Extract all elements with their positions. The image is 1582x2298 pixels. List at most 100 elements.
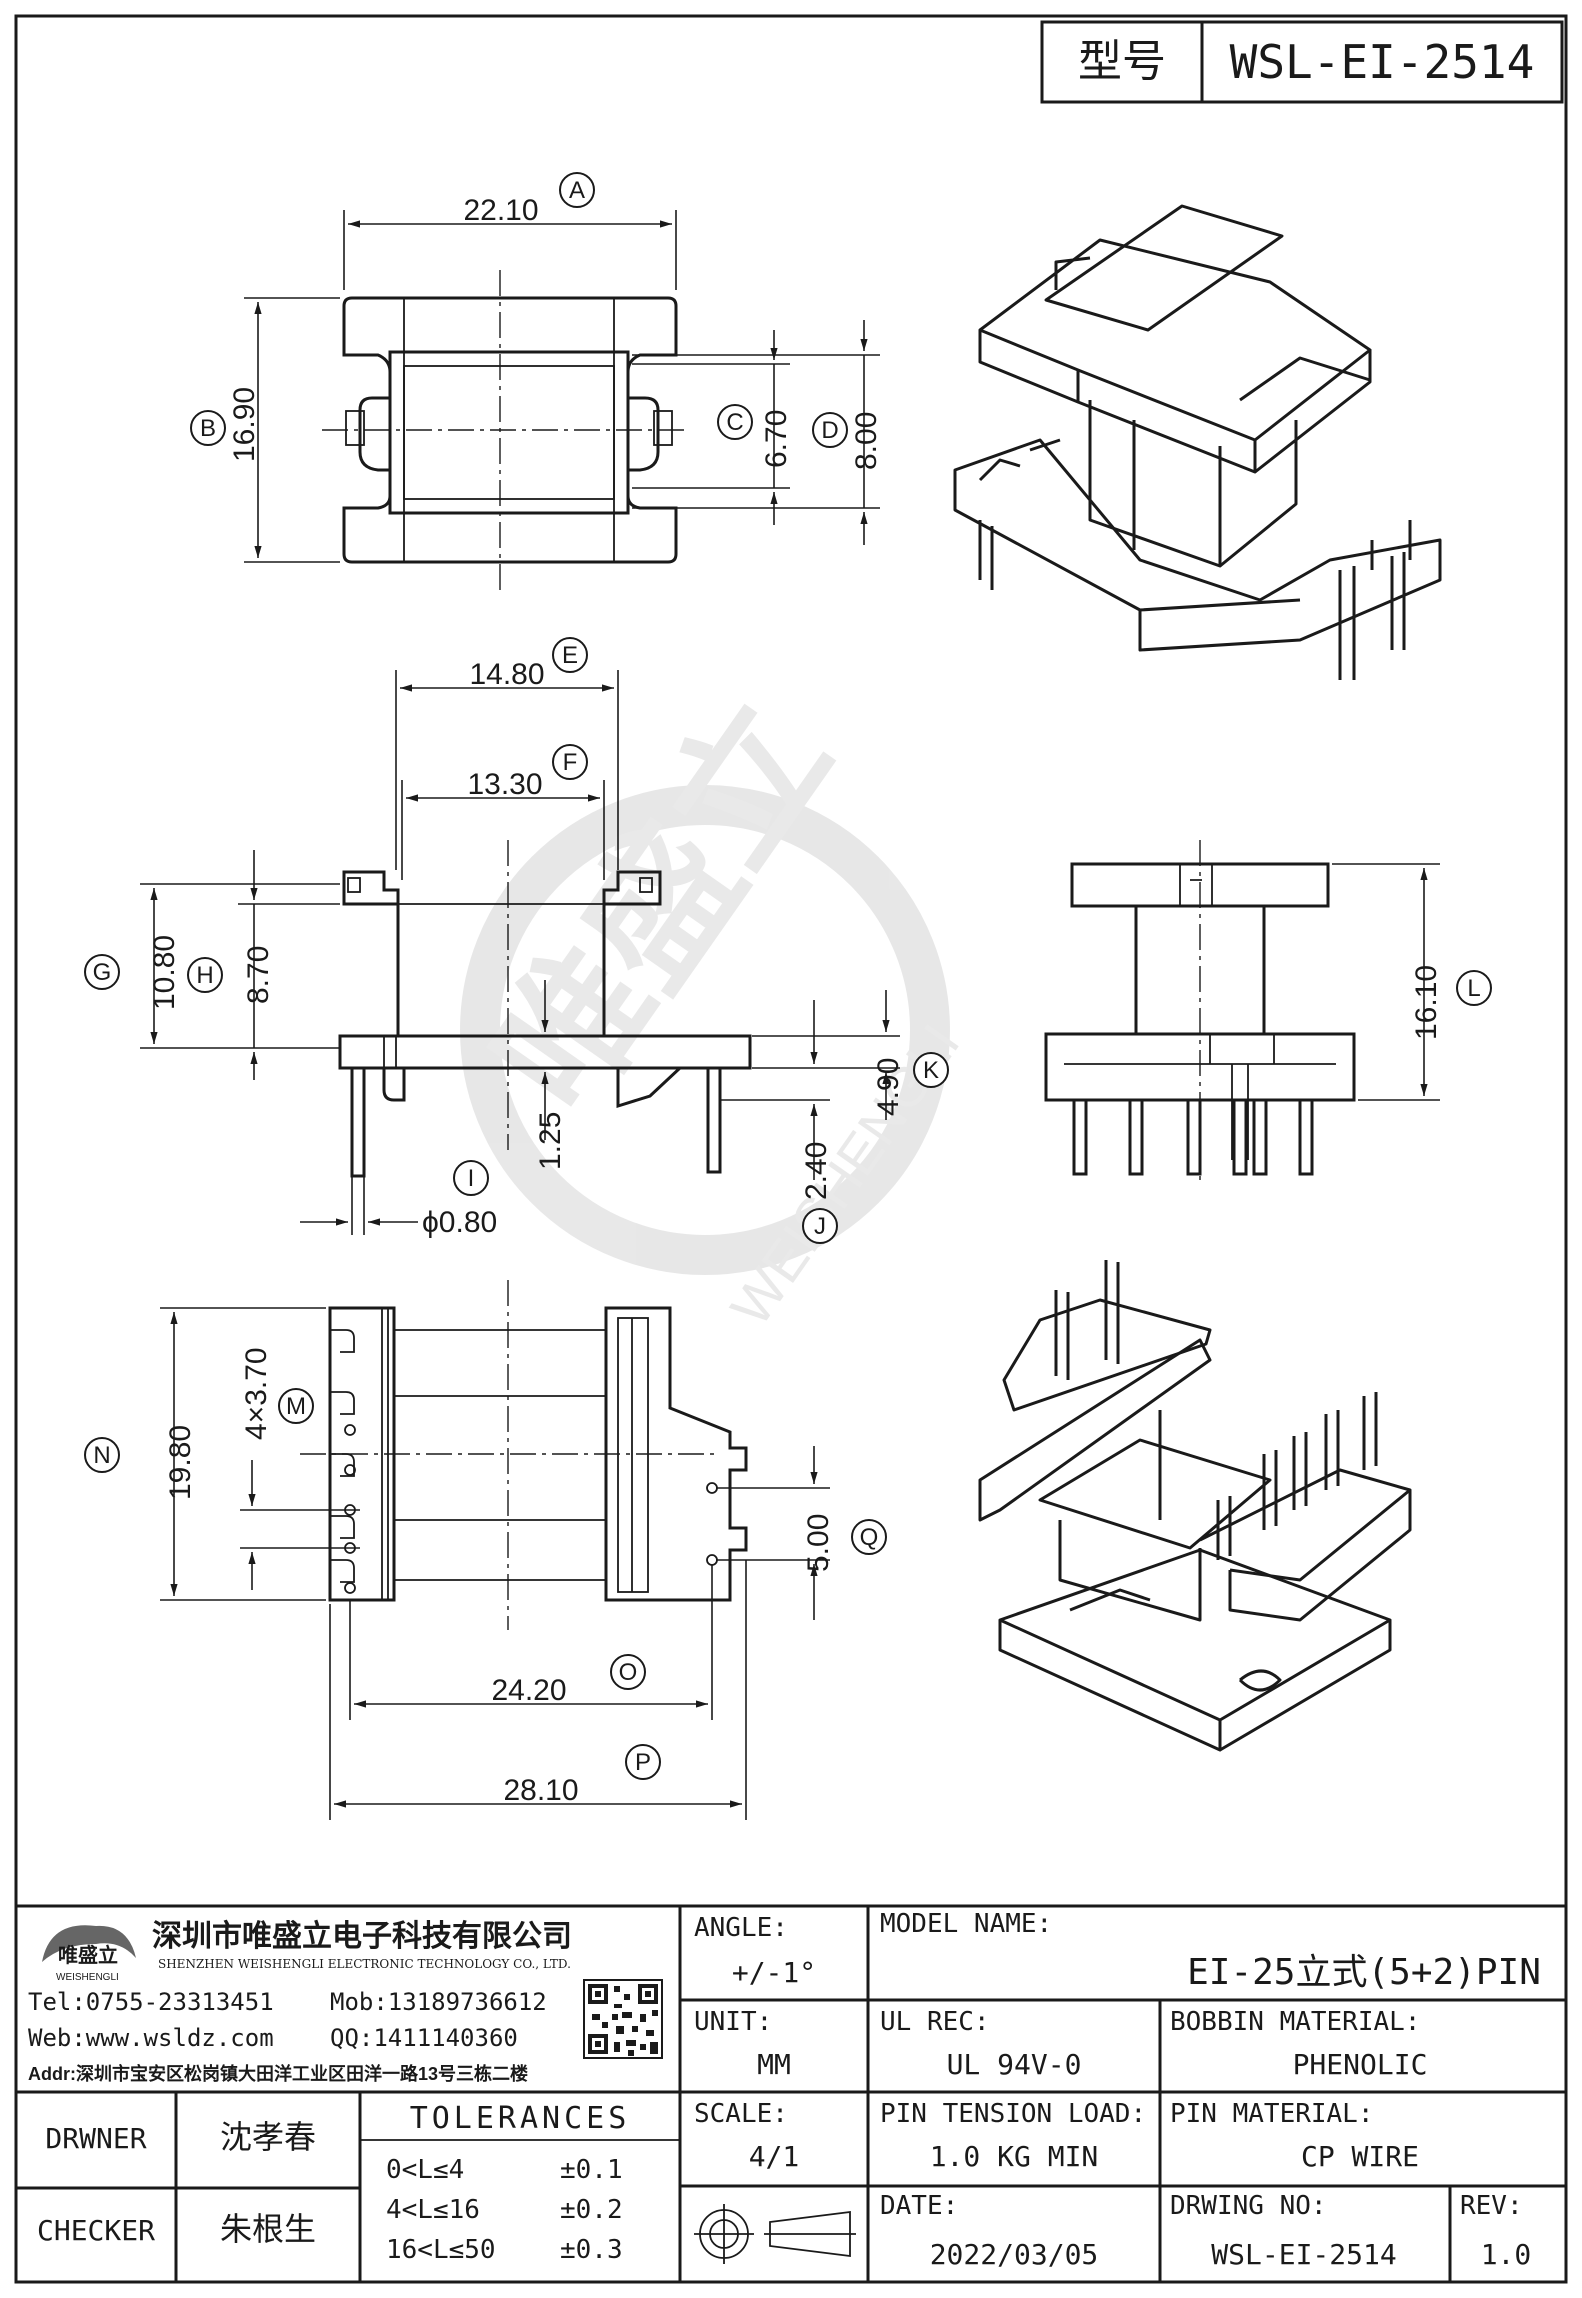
dim-marker-label: G bbox=[93, 959, 112, 986]
dim-j-value: 2.40 bbox=[800, 1142, 833, 1200]
dimension-markers: A B C D E F G H I J K L M N O P Q bbox=[84, 172, 1492, 1780]
rev-value: 1.0 bbox=[1481, 2238, 1532, 2271]
tol-value-2: ±0.2 bbox=[560, 2195, 623, 2225]
dim-marker-label: E bbox=[562, 642, 578, 669]
dim-marker-b: B bbox=[190, 410, 226, 446]
dim-marker-label: K bbox=[923, 1057, 939, 1084]
top-view: 22.10 16.90 6.70 8.00 bbox=[228, 194, 883, 590]
side-view: 16.10 bbox=[1044, 840, 1443, 1180]
dim-marker-label: F bbox=[563, 749, 578, 776]
company-address: Addr:深圳市宝安区松岗镇大田洋工业区田洋一路13号三栋二楼 bbox=[28, 2063, 528, 2084]
dim-marker-g: G bbox=[84, 954, 120, 990]
dim-g-value: 10.80 bbox=[148, 935, 181, 1010]
dim-marker-label: A bbox=[569, 177, 585, 204]
dim-marker-f: F bbox=[552, 744, 588, 780]
dim-o-value: 24.20 bbox=[491, 1674, 566, 1707]
scale-label: SCALE: bbox=[694, 2099, 788, 2129]
dim-f-value: 13.30 bbox=[467, 768, 542, 801]
company-name-en: SHENZHEN WEISHENGLI ELECTRONIC TECHNOLOG… bbox=[158, 1957, 571, 1971]
dim-c-value: 6.70 bbox=[760, 410, 793, 468]
unit-label: UNIT: bbox=[694, 2007, 772, 2037]
unit-value: MM bbox=[757, 2048, 791, 2081]
dim-marker-i: I bbox=[453, 1160, 489, 1196]
company-logo-cn: 唯盛立 bbox=[58, 1943, 118, 1967]
angle-value: +/-1° bbox=[732, 1956, 816, 1989]
dim-marker-n: N bbox=[84, 1437, 120, 1473]
pin-material-value: CP WIRE bbox=[1301, 2140, 1419, 2173]
drawing-no-label: DRWING NO: bbox=[1170, 2191, 1327, 2221]
checker-label: CHECKER bbox=[37, 2214, 155, 2247]
dim-marker-label: J bbox=[814, 1213, 826, 1240]
tolerances-label: TOLERANCES bbox=[410, 2101, 631, 2136]
pin-tension-value: 1.0 KG MIN bbox=[930, 2140, 1099, 2173]
dim-p-value: 28.10 bbox=[503, 1774, 578, 1807]
drawer-value: 沈孝春 bbox=[220, 2119, 316, 2155]
dim-marker-m: M bbox=[278, 1388, 314, 1424]
dim-marker-label: B bbox=[200, 415, 216, 442]
dim-m-value: 4×3.70 bbox=[240, 1347, 273, 1440]
dim-n-value: 19.80 bbox=[164, 1425, 197, 1500]
tol-value-1: ±0.1 bbox=[560, 2155, 623, 2185]
dim-marker-label: M bbox=[286, 1393, 306, 1420]
rev-label: REV: bbox=[1460, 2191, 1523, 2221]
dim-h-value: 8.70 bbox=[242, 946, 275, 1004]
dim-a-value: 22.10 bbox=[463, 194, 538, 227]
dim-marker-c: C bbox=[717, 404, 753, 440]
company-logo: 唯盛立 WEISHENGLI bbox=[42, 1925, 136, 1983]
company-logo-en: WEISHENGLI bbox=[56, 1972, 119, 1983]
dim-marker-q: Q bbox=[851, 1519, 887, 1555]
bobbin-material-label: BOBBIN MATERIAL: bbox=[1170, 2007, 1420, 2037]
tol-range-3: 16<L≤50 bbox=[386, 2235, 496, 2265]
angle-label: ANGLE: bbox=[694, 1913, 788, 1943]
drawer-label: DRWNER bbox=[45, 2122, 146, 2155]
dim-marker-a: A bbox=[559, 172, 595, 208]
front-view: 14.80 13.30 10.80 8.70 ϕ0.80 1.25 2.40 bbox=[140, 658, 905, 1239]
tol-value-3: ±0.3 bbox=[560, 2235, 623, 2265]
dim-marker-label: Q bbox=[860, 1524, 879, 1551]
pin-tension-label: PIN TENSION LOAD: bbox=[880, 2099, 1146, 2129]
dim-marker-d: D bbox=[812, 412, 848, 448]
dim-marker-l: L bbox=[1456, 970, 1492, 1006]
checker-value: 朱根生 bbox=[220, 2211, 316, 2247]
dim-i-value: ϕ0.80 bbox=[422, 1206, 497, 1239]
dim-marker-label: O bbox=[619, 1659, 638, 1686]
dim-marker-o: O bbox=[610, 1654, 646, 1690]
dim-marker-h: H bbox=[187, 957, 223, 993]
dim-k-value: 4.90 bbox=[872, 1058, 905, 1116]
dim-marker-e: E bbox=[552, 637, 588, 673]
pin-material-label: PIN MATERIAL: bbox=[1170, 2099, 1374, 2129]
dim-marker-label: N bbox=[93, 1442, 110, 1469]
company-mob: Mob:13189736612 bbox=[330, 1988, 547, 2016]
ul-rec-value: UL 94V-0 bbox=[947, 2048, 1082, 2081]
dim-marker-label: P bbox=[635, 1749, 651, 1776]
dim-marker-label: L bbox=[1467, 975, 1480, 1002]
dim-i2-value: 1.25 bbox=[534, 1112, 567, 1170]
tol-range-2: 4<L≤16 bbox=[386, 2195, 480, 2225]
bobbin-material-value: PHENOLIC bbox=[1293, 2048, 1428, 2081]
ul-rec-label: UL REC: bbox=[880, 2007, 990, 2037]
scale-value: 4/1 bbox=[749, 2140, 800, 2173]
dim-marker-p: P bbox=[625, 1744, 661, 1780]
dim-marker-label: H bbox=[196, 962, 213, 989]
dim-marker-k: K bbox=[913, 1052, 949, 1088]
iso-view-bottom bbox=[978, 1260, 1412, 1752]
title-block: 唯盛立 WEISHENGLI 深圳市唯盛立电子科技有限公司 SHENZHEN W… bbox=[16, 1904, 1566, 2282]
model-header-label: 型号 bbox=[1078, 37, 1166, 86]
dim-marker-label: C bbox=[726, 409, 743, 436]
drawing-no-value: WSL-EI-2514 bbox=[1211, 2238, 1396, 2271]
date-value: 2022/03/05 bbox=[930, 2238, 1099, 2271]
projection-symbol-icon bbox=[694, 2204, 856, 2264]
tol-range-1: 0<L≤4 bbox=[386, 2155, 464, 2185]
model-name-label: MODEL NAME: bbox=[880, 1909, 1052, 1939]
bottom-view: 4×3.70 19.80 24.20 28.10 5.00 bbox=[160, 1280, 835, 1820]
date-label: DATE: bbox=[880, 2191, 958, 2221]
dim-marker-label: I bbox=[468, 1165, 475, 1192]
dim-d-value: 8.00 bbox=[850, 412, 883, 470]
dim-b-value: 16.90 bbox=[228, 387, 261, 462]
model-name-value: EI-25立式(5+2)PIN bbox=[1187, 1952, 1541, 1993]
model-header: 型号 WSL-EI-2514 bbox=[1040, 20, 1564, 104]
dim-l-value: 16.10 bbox=[1410, 965, 1443, 1040]
company-name: 深圳市唯盛立电子科技有限公司 bbox=[152, 1919, 572, 1953]
model-header-value: WSL-EI-2514 bbox=[1230, 35, 1535, 89]
